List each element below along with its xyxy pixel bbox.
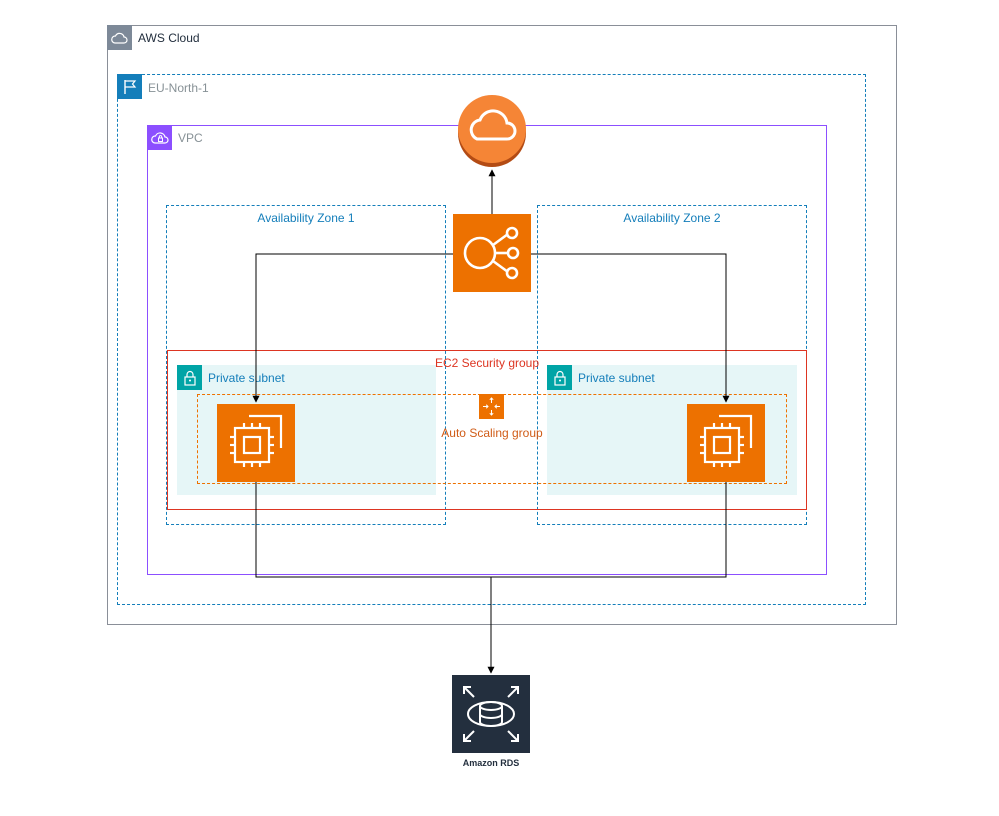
amazon-rds-label: Amazon RDS bbox=[462, 758, 520, 768]
availability-zone-1-label: Availability Zone 1 bbox=[257, 211, 355, 225]
region-group bbox=[117, 74, 866, 605]
region-label: EU-North-1 bbox=[148, 81, 209, 95]
private-subnet-1-label: Private subnet bbox=[208, 371, 285, 385]
auto-scaling-icon bbox=[479, 394, 504, 419]
ec2-instance-icon bbox=[687, 404, 765, 482]
availability-zone-2-label: Availability Zone 2 bbox=[623, 211, 721, 225]
elastic-load-balancer-icon bbox=[453, 214, 531, 292]
ec2-instance-icon bbox=[217, 404, 295, 482]
padlock-icon bbox=[177, 365, 202, 390]
ec2-security-group-label: EC2 Security group bbox=[434, 356, 540, 370]
vpc-label: VPC bbox=[178, 131, 203, 145]
private-subnet-2-label: Private subnet bbox=[578, 371, 655, 385]
auto-scaling-group-label: Auto Scaling group bbox=[441, 426, 543, 440]
internet-gateway-icon bbox=[456, 95, 528, 167]
region-flag-icon bbox=[117, 74, 142, 99]
aws-cloud-icon bbox=[107, 25, 132, 50]
aws-cloud-label: AWS Cloud bbox=[138, 31, 200, 45]
vpc-icon bbox=[147, 125, 172, 150]
aws-cloud-group bbox=[107, 25, 897, 625]
amazon-rds-icon bbox=[452, 675, 530, 753]
